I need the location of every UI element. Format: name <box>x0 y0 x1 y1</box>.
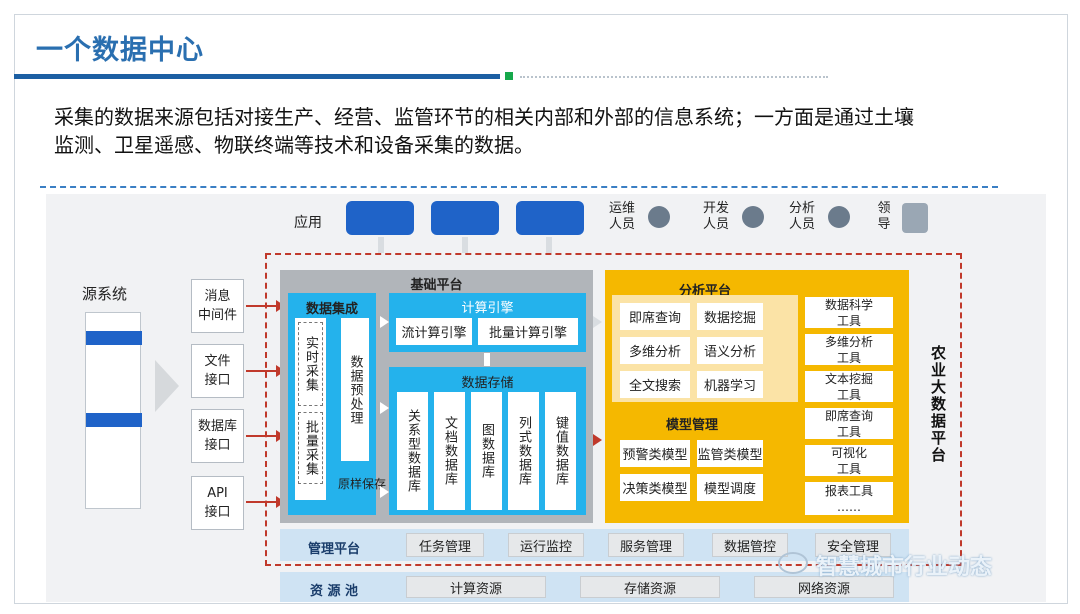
title-accent-square <box>505 72 513 80</box>
storage-columnar: 列式数据库 <box>508 392 539 510</box>
section-divider <box>40 186 998 188</box>
source-db: 数据库 接口 <box>191 409 244 463</box>
watermark-text: 智慧城市行业动态 <box>816 555 993 580</box>
tool-data-science: 数据科学 工具 <box>805 297 893 328</box>
data-storage-title: 数据存储 <box>461 376 514 391</box>
model-management-title: 模型管理 <box>665 418 718 433</box>
mgmt-data-control: 数据管控 <box>712 533 788 557</box>
arrow-to-compute <box>380 316 389 328</box>
source-system-title: 源系统 <box>82 285 128 303</box>
source-file: 文件 接口 <box>191 344 244 398</box>
data-integration-title: 数据集成 <box>305 302 358 317</box>
tool-text-mining: 文本挖掘 工具 <box>805 371 893 402</box>
raw-save-label: 原样保存 <box>338 477 387 491</box>
tool-multidim: 多维分析 工具 <box>805 334 893 365</box>
arrow-db <box>246 435 276 437</box>
analysis-data-mining: 数据挖掘 <box>697 303 763 330</box>
arrow-storage-analysis <box>593 434 602 446</box>
arrow-mq <box>246 305 276 307</box>
ops-person-icon <box>648 206 670 228</box>
resource-storage: 存储资源 <box>580 576 720 598</box>
batch-compute-engine: 批量计算引擎 <box>478 318 578 345</box>
tool-reports: 报表工具 …… <box>805 482 893 515</box>
storage-relational: 关系型数据库 <box>397 392 428 510</box>
resource-pool-title: 资 源 池 <box>310 584 359 599</box>
storage-keyvalue: 键值数据库 <box>545 392 576 510</box>
analysis-fulltext-search: 全文搜索 <box>620 371 690 398</box>
source-bar-2 <box>86 413 142 427</box>
mgmt-runtime-monitor: 运行监控 <box>508 533 584 557</box>
title-underline <box>14 74 500 79</box>
mgmt-service: 服务管理 <box>608 533 684 557</box>
ops-person-label: 运维 人员 <box>608 201 635 232</box>
storage-graph: 图数据库 <box>471 392 502 510</box>
collect-column <box>295 318 326 500</box>
dev-person-label: 开发 人员 <box>702 201 729 232</box>
app-button-3[interactable] <box>516 201 584 235</box>
app-connector-1 <box>378 237 384 253</box>
leader-label: 领 导 <box>877 201 891 232</box>
realtime-collect: 实时采集 <box>298 322 323 406</box>
model-scheduling: 模型调度 <box>697 474 763 501</box>
title-dotted-line <box>520 76 828 78</box>
arrow-to-storage <box>380 402 389 414</box>
source-api: API 接口 <box>191 476 244 530</box>
wechat-icon <box>778 552 808 574</box>
management-platform-title: 管理平台 <box>308 542 361 557</box>
dev-person-icon <box>742 206 764 228</box>
source-bar-1 <box>86 331 142 345</box>
model-warning: 预警类模型 <box>620 440 690 467</box>
mgmt-task: 任务管理 <box>406 533 484 557</box>
model-decision: 决策类模型 <box>620 474 690 501</box>
app-button-1[interactable] <box>346 201 414 235</box>
resource-compute: 计算资源 <box>406 576 546 598</box>
source-mq: 消息 中间件 <box>191 279 244 333</box>
compute-storage-link <box>484 353 490 366</box>
app-button-2[interactable] <box>431 201 499 235</box>
analyst-person-icon <box>828 206 850 228</box>
intro-text: 采集的数据来源包括对接生产、经营、监管环节的相关内部和外部的信息系统；一方面是通… <box>54 105 914 157</box>
platform-label: 农业大数据平台 <box>929 345 947 464</box>
apps-label: 应用 <box>294 215 322 231</box>
tool-adhoc-query: 即席查询 工具 <box>805 408 893 439</box>
data-preprocess: 数据预处理 <box>341 318 369 461</box>
analysis-multidim: 多维分析 <box>620 337 690 364</box>
app-connector-3 <box>546 237 552 253</box>
compute-engine-title: 计算引擎 <box>461 301 514 316</box>
source-arrow-icon <box>155 360 179 412</box>
app-connector-2 <box>462 237 468 253</box>
leader-icon <box>902 203 928 233</box>
tool-visualization: 可视化 工具 <box>805 445 893 476</box>
analysis-adhoc-query: 即席查询 <box>620 303 690 330</box>
storage-document: 文档数据库 <box>434 392 465 510</box>
resource-network: 网络资源 <box>754 576 894 598</box>
model-supervision: 监管类模型 <box>697 440 763 467</box>
base-platform-title: 基础平台 <box>410 278 463 293</box>
mgmt-security: 安全管理 <box>815 533 891 557</box>
page-title: 一个数据中心 <box>36 35 204 66</box>
arrow-api <box>246 501 276 503</box>
analyst-person-label: 分析 人员 <box>788 201 815 232</box>
analysis-semantic: 语义分析 <box>697 337 763 364</box>
source-system-box <box>85 312 142 509</box>
batch-collect: 批量采集 <box>298 412 323 484</box>
arrow-raw-save <box>380 486 389 498</box>
arrow-compute-analysis <box>593 316 602 328</box>
arrow-file <box>246 370 276 372</box>
analysis-machine-learning: 机器学习 <box>697 371 763 398</box>
platform-boundary <box>265 253 962 566</box>
stream-compute-engine: 流计算引擎 <box>396 318 472 345</box>
